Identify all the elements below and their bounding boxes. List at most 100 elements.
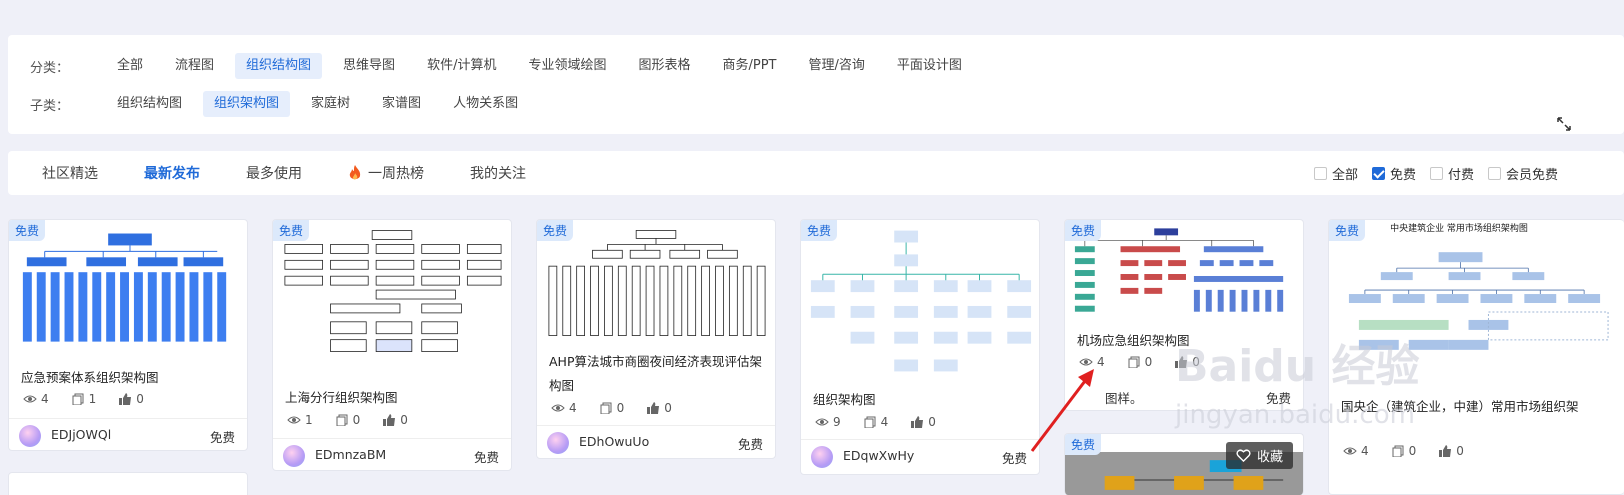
template-card[interactable]: 免费 上海分行组织架构图 1 0 0 EDmnzaBM 免费 [272,219,512,471]
copy-icon [1128,356,1140,368]
template-card[interactable]: 免费 机场应急组织架构图 4 0 0 图样。 免费 [1064,219,1304,411]
checkbox-box [1487,166,1501,180]
card-title: 组织架构图 [813,392,876,407]
template-card[interactable]: 免费 组织架构图 9 4 0 EDqwXwHy 免费 [800,219,1040,475]
category-graphic-table[interactable]: 图形表格 [638,58,691,73]
subcategory-org-structure[interactable]: 组织结构图 [117,96,183,111]
author-name[interactable]: 图样。 [1105,391,1143,406]
expand-icon[interactable] [1556,116,1572,132]
tab-community-picks[interactable]: 社区精选 [42,166,98,182]
tab-following[interactable]: 我的关注 [470,166,526,182]
filter-member-free-checkbox[interactable]: 会员免费 [1487,164,1558,183]
author-name[interactable]: EDhOwuUo [579,434,650,449]
copies-stat: 4 [863,415,888,429]
card-footer: EDqwXwHy 免费 [801,439,1039,473]
subcategory-genealogy[interactable]: 家谱图 [382,96,422,111]
card-title: 机场应急组织架构图 [1077,333,1190,348]
subcategory-family-tree[interactable]: 家庭树 [311,96,351,111]
card-stats: 1 0 0 [287,413,430,427]
copies-stat: 1 [71,392,96,406]
copies-stat: 0 [1391,444,1416,458]
checkbox-label: 付费 [1447,167,1474,183]
template-card[interactable]: 免费 AHP算法城市商圈夜间经济表现评估架构图 4 0 0 EDhOwuUo 免… [536,219,776,459]
likes-stat: 0 [1174,355,1200,369]
flame-icon [349,165,361,180]
checkbox-label: 免费 [1389,167,1416,183]
author-name[interactable]: EDqwXwHy [843,448,915,463]
checkbox-label: 全部 [1331,167,1358,183]
views-stat: 1 [287,413,313,427]
card-title: AHP算法城市商圈夜间经济表现评估架构图 [549,354,762,393]
free-badge: 免费 [801,220,838,241]
subcategory-relationship[interactable]: 人物关系图 [453,96,519,111]
checkbox-label: 会员免费 [1505,167,1558,183]
filter-paid-checkbox[interactable]: 付费 [1429,164,1474,183]
checkbox-box [1429,166,1443,180]
card-thumbnail [1074,228,1284,312]
card-stats: 9 4 0 [815,415,958,429]
thumbs-up-icon [911,416,924,428]
favorite-button[interactable]: 收藏 [1225,442,1293,469]
tab-most-used[interactable]: 最多使用 [246,166,302,182]
filter-all-checkbox[interactable]: 全部 [1313,164,1358,183]
likes-stat: 0 [382,413,408,427]
category-business-ppt[interactable]: 商务/PPT [722,58,777,73]
avatar[interactable] [811,446,833,468]
template-card[interactable]: 免费 中央建筑企业 常用市场组织架构图 国央企（建筑企业，中建）常用市场组织架 … [1328,219,1624,495]
eye-icon [23,395,37,403]
free-badge: 免费 [1329,220,1366,241]
card-title: 应急预案体系组织架构图 [21,370,159,385]
thumbs-up-icon [1439,445,1452,457]
category-all[interactable]: 全部 [117,58,144,73]
copy-icon [1392,445,1404,457]
free-badge: 免费 [273,220,310,241]
tab-weekly-hot[interactable]: 一周热榜 [348,163,424,183]
template-card[interactable]: 免费 应急预案体系组织架构图 4 1 0 EDJjOWQl 免费 [8,219,248,451]
author-name[interactable]: EDJjOWQl [51,427,112,442]
free-badge: 免费 [1065,220,1102,241]
avatar[interactable] [283,445,305,467]
thumbs-up-icon [647,402,660,414]
card-footer: EDmnzaBM 免费 [273,438,511,470]
author-name[interactable]: EDmnzaBM [315,447,387,462]
filter-free-checkbox[interactable]: 免费 [1371,164,1416,183]
eye-icon [1343,447,1357,455]
category-flowchart[interactable]: 流程图 [175,58,215,73]
card-thumbnail [22,233,227,342]
avatar[interactable] [19,425,41,447]
card-footer: EDhOwuUo 免费 [537,425,775,458]
template-card[interactable]: 免费 收藏 [1064,433,1304,495]
sort-tab-panel: 社区精选 最新发布 最多使用 一周热榜 我的关注 全部 免费 付费 会员免费 [8,151,1624,195]
views-stat: 4 [1079,355,1105,369]
card-thumbnail [810,230,1032,372]
price-label: 免费 [737,437,763,452]
eye-icon [287,416,301,424]
tab-latest[interactable]: 最新发布 [144,166,200,182]
views-stat: 4 [551,401,577,415]
favorite-label: 收藏 [1256,450,1283,465]
views-stat: 4 [23,392,49,406]
copies-stat: 0 [599,401,624,415]
category-mindmap[interactable]: 思维导图 [343,58,396,73]
category-professional[interactable]: 专业领域绘图 [528,58,607,73]
category-management[interactable]: 管理/咨询 [808,58,865,73]
category-label: 分类： [30,60,70,76]
likes-stat: 0 [1438,444,1464,458]
free-badge: 免费 [537,220,574,241]
avatar[interactable] [547,432,569,454]
price-label: 免费 [1265,391,1291,406]
copy-icon [72,393,84,405]
category-graphic-design[interactable]: 平面设计图 [896,58,962,73]
template-card[interactable] [8,472,248,495]
checkbox-box [1313,166,1327,180]
thumbs-up-icon [119,393,132,405]
card-stats: 4 1 0 [23,392,166,406]
subcategory-label: 子类： [30,98,70,114]
card-thumbnail [1065,452,1303,495]
card-thumbnail [548,230,766,336]
card-thumbnail [284,230,502,352]
category-software[interactable]: 软件/计算机 [427,58,497,73]
price-label: 免费 [209,430,235,445]
category-org-chart[interactable]: 组织结构图 [235,53,323,79]
subcategory-org-architecture[interactable]: 组织架构图 [203,91,291,117]
